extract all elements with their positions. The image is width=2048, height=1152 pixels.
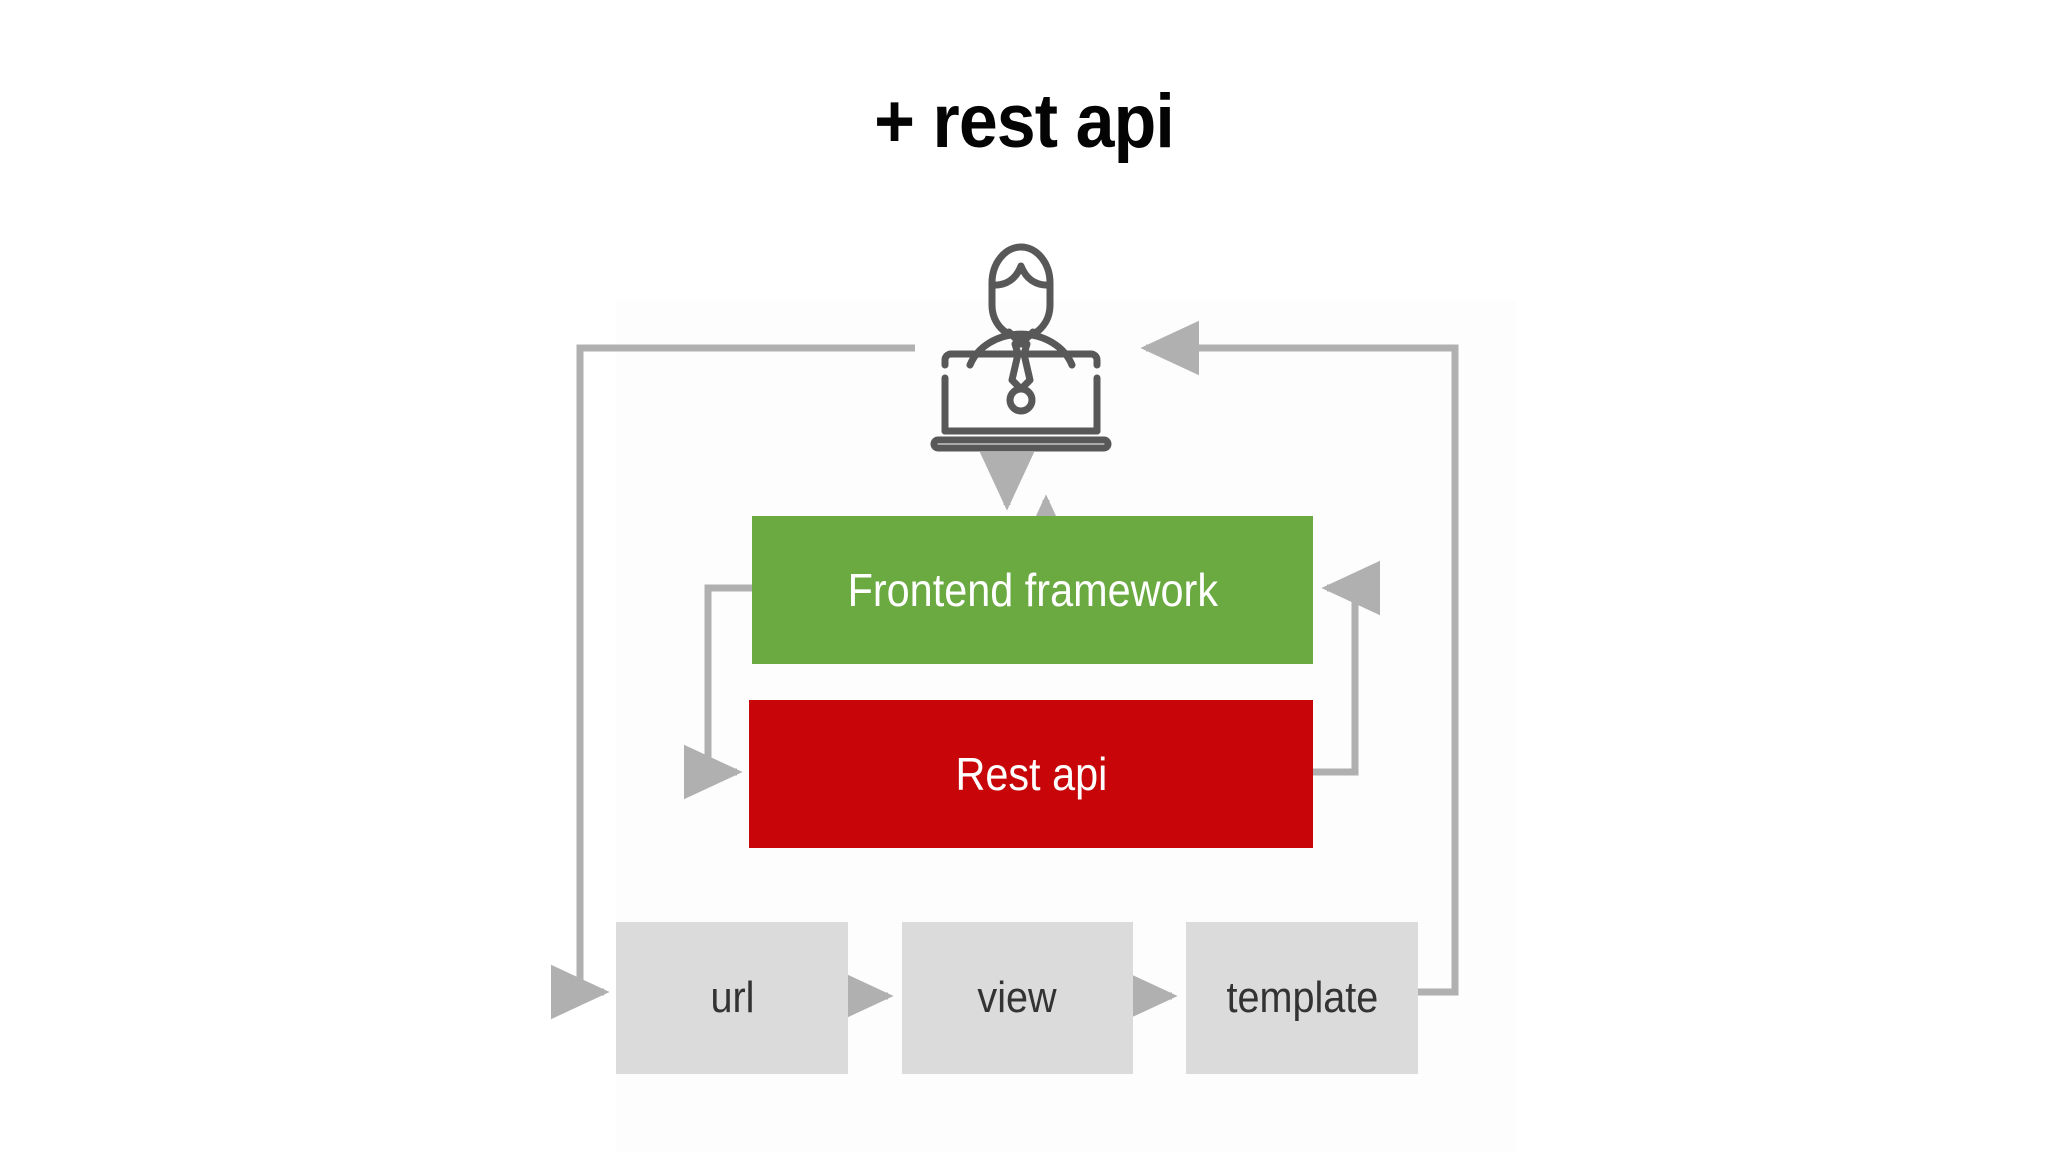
node-frontend-framework-label: Frontend framework bbox=[847, 564, 1218, 616]
connector-template-to-user bbox=[1140, 320, 1459, 996]
user-at-laptop-icon bbox=[930, 243, 1112, 452]
node-rest-api[interactable]: Rest api bbox=[749, 700, 1313, 848]
page-title: + rest api bbox=[874, 79, 1175, 164]
node-template-label: template bbox=[1226, 973, 1378, 1022]
connector-restapi-to-frontend bbox=[1313, 560, 1381, 776]
connector-user-to-url bbox=[550, 344, 915, 1020]
connector-frontend-to-restapi bbox=[683, 584, 752, 800]
node-url-label: url bbox=[709, 973, 755, 1022]
node-frontend-framework[interactable]: Frontend framework bbox=[752, 516, 1313, 664]
node-view-label: view bbox=[977, 973, 1058, 1022]
node-url[interactable]: url bbox=[616, 922, 848, 1074]
node-template[interactable]: template bbox=[1186, 922, 1418, 1074]
node-view[interactable]: view bbox=[902, 922, 1133, 1074]
node-rest-api-label: Rest api bbox=[955, 748, 1107, 800]
